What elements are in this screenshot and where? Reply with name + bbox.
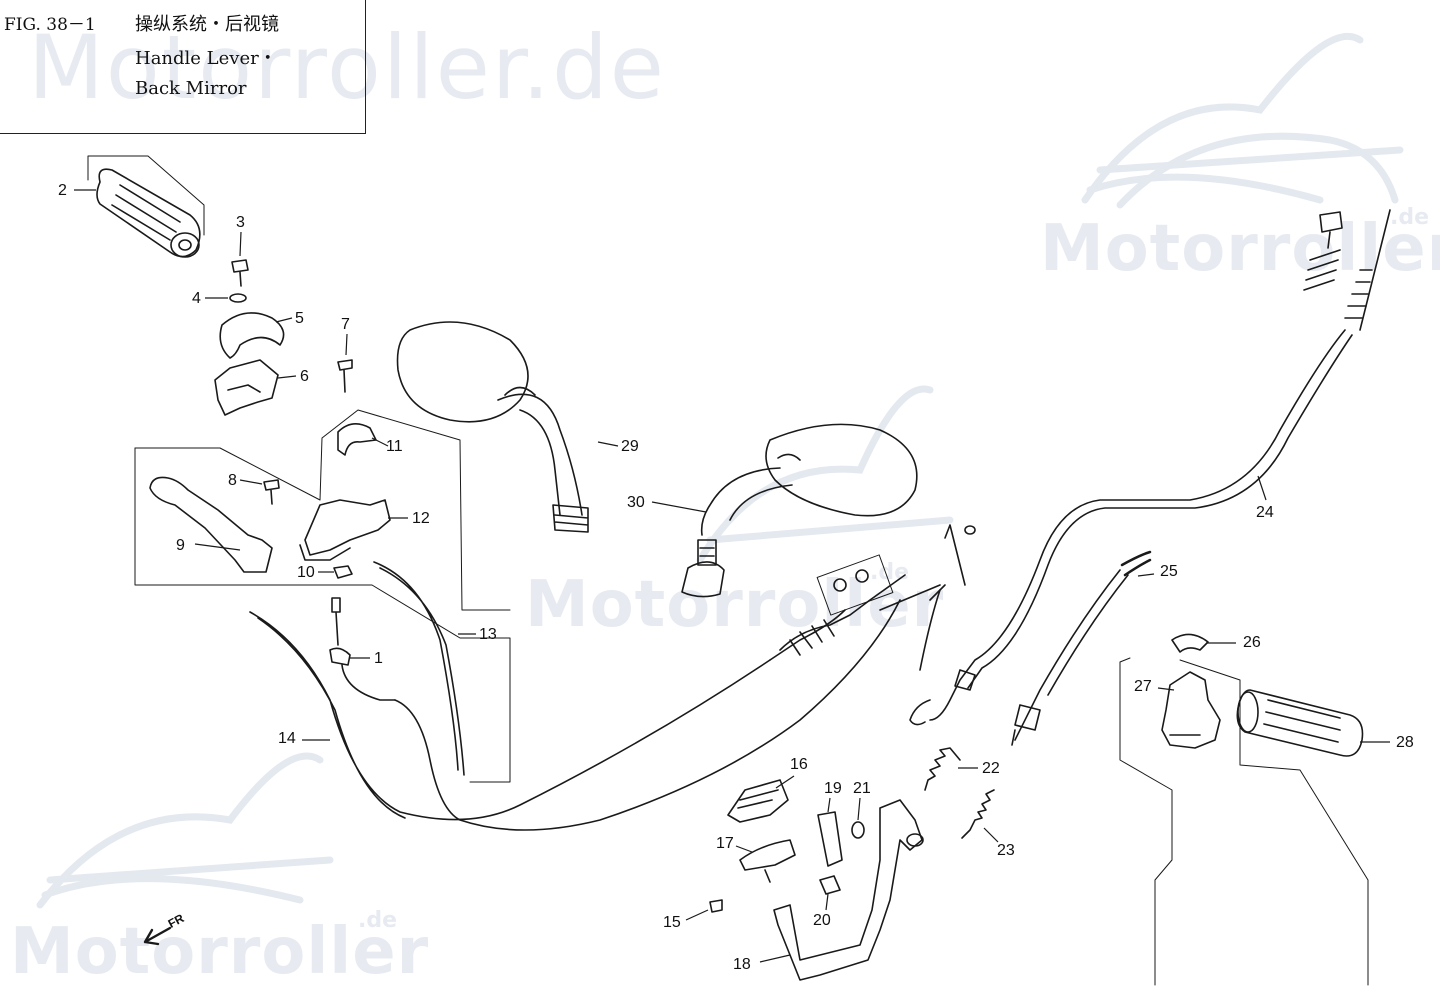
bracket-11 xyxy=(337,423,377,456)
bolt-7 xyxy=(337,359,353,393)
callout-4: 4 xyxy=(192,290,201,307)
right-grip xyxy=(1236,689,1364,757)
callout-25: 25 xyxy=(1160,563,1178,580)
bolt-15 xyxy=(709,899,723,913)
cable-14 xyxy=(249,611,771,821)
callout-22: 22 xyxy=(982,760,1000,777)
cable-main xyxy=(394,599,901,831)
bracket-12 xyxy=(299,499,391,561)
callout-24: 24 xyxy=(1256,504,1274,521)
callout-30: 30 xyxy=(627,494,645,511)
pad-17 xyxy=(739,839,796,883)
callout-21: 21 xyxy=(853,780,871,797)
callout-9: 9 xyxy=(176,537,185,554)
lever-9 xyxy=(149,476,273,573)
leader-lines xyxy=(74,189,1390,963)
left-grip xyxy=(87,155,205,258)
figure-number: FIG. 38－1 xyxy=(4,15,96,35)
cable-25 xyxy=(1011,550,1152,746)
scooter-logo-watermarks xyxy=(36,32,1404,909)
callout-12: 12 xyxy=(412,510,430,527)
callout-29: 29 xyxy=(621,438,639,455)
callout-7: 7 xyxy=(341,316,350,333)
callout-28: 28 xyxy=(1396,734,1414,751)
watermark-top: Motorroller.de xyxy=(28,16,666,119)
callout-20: 20 xyxy=(813,912,831,929)
screw-3 xyxy=(231,259,249,287)
watermark-bottom-suffix: .de xyxy=(358,908,398,933)
callout-19: 19 xyxy=(824,780,842,797)
callout-17: 17 xyxy=(716,835,734,852)
callout-6: 6 xyxy=(300,368,309,385)
watermark-bottom: Motorroller xyxy=(10,915,430,989)
watermark-center: Motorroller xyxy=(525,568,945,642)
bolt-8 xyxy=(263,479,280,505)
front-arrow xyxy=(143,926,172,946)
footrest-16 xyxy=(727,779,789,823)
callout-15: 15 xyxy=(663,914,681,931)
nut-10 xyxy=(333,565,353,579)
callout-3: 3 xyxy=(236,214,245,231)
figure-title-box: FIG. 38－1 操纵系统・后视镜 Handle Lever・ Back Mi… xyxy=(0,0,366,134)
clamp-26 xyxy=(1171,633,1209,653)
callout-23: 23 xyxy=(997,842,1015,859)
mirror-29 xyxy=(396,321,589,533)
cable-13 xyxy=(373,561,465,776)
link-19 xyxy=(817,811,843,867)
mirror-30 xyxy=(681,423,918,598)
watermark-center-suffix: .de xyxy=(870,560,910,585)
figure-title-en-2: Back Mirror xyxy=(135,78,247,99)
callout-13: 13 xyxy=(479,626,497,643)
callout-5: 5 xyxy=(295,310,304,327)
figure-title-en-1: Handle Lever・ xyxy=(135,48,277,69)
throttle-cable-24 xyxy=(909,209,1391,726)
spring-22 xyxy=(924,747,961,791)
callout-10: 10 xyxy=(297,564,315,581)
housing-27 xyxy=(1161,671,1221,749)
switch-1 xyxy=(329,597,396,701)
callout-11: 11 xyxy=(386,438,403,455)
clamp-lower-6 xyxy=(214,359,279,416)
callout-16: 16 xyxy=(790,756,808,773)
callout-18: 18 xyxy=(733,956,751,973)
callout-26: 26 xyxy=(1243,634,1261,651)
spring-23 xyxy=(961,789,995,839)
pedal-arm-18 xyxy=(773,799,923,981)
washer-21 xyxy=(851,821,865,839)
callout-1: 1 xyxy=(374,650,383,667)
washer-4 xyxy=(229,293,247,303)
callout-14: 14 xyxy=(278,730,296,747)
bushing-20 xyxy=(819,875,841,895)
callout-2: 2 xyxy=(58,182,67,199)
callout-8: 8 xyxy=(228,472,237,489)
clamp-upper-5 xyxy=(219,312,285,359)
callout-27: 27 xyxy=(1134,678,1152,695)
figure-title-cn: 操纵系统・后视镜 xyxy=(135,14,279,35)
watermark-right-suffix: .de xyxy=(1390,205,1430,230)
